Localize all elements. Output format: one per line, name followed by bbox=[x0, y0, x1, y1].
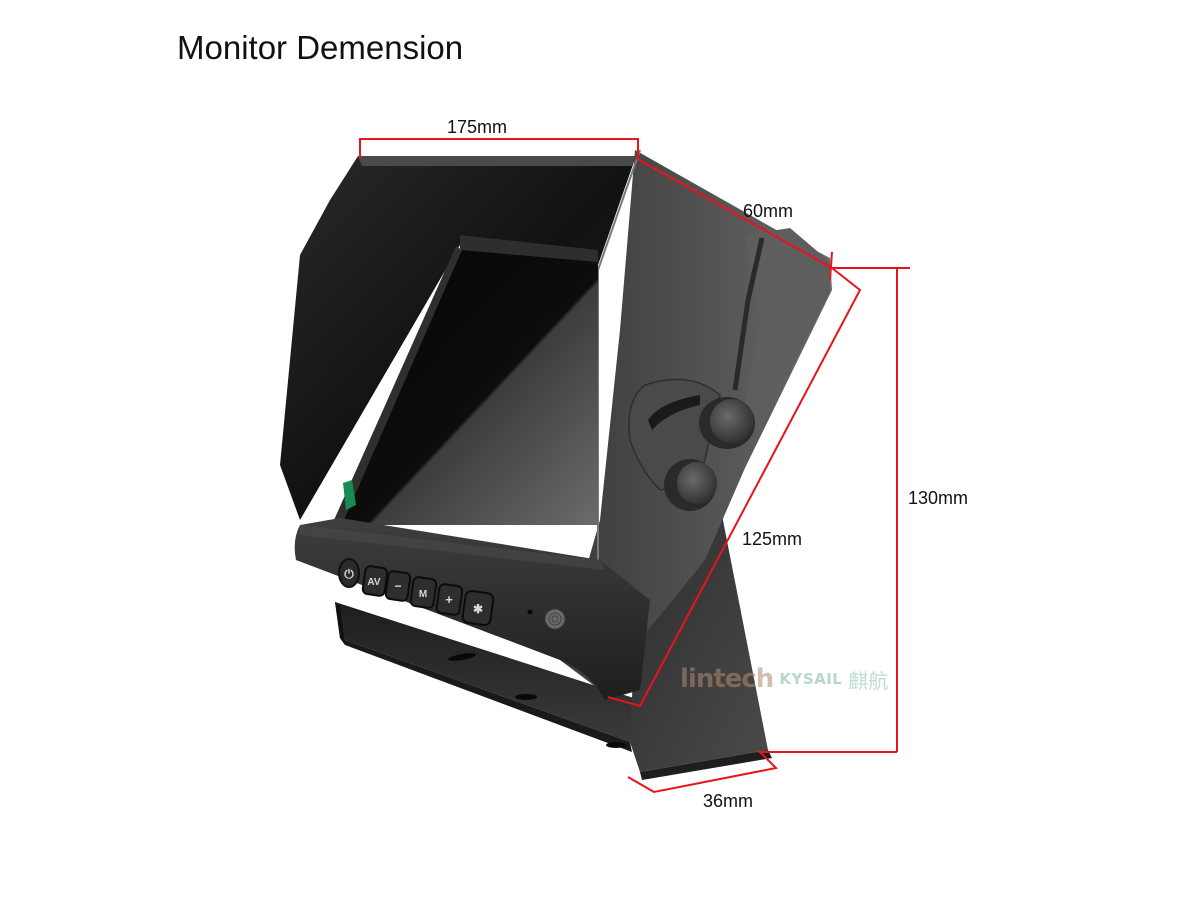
sun-hood bbox=[280, 156, 636, 520]
base-dimension-line bbox=[627, 751, 779, 794]
width-label: 175mm bbox=[447, 117, 508, 137]
depth-dimension-line bbox=[635, 157, 833, 269]
av-button[interactable]: AV bbox=[361, 565, 389, 597]
diagonal-dimension-line bbox=[607, 267, 862, 708]
minus-button[interactable]: − bbox=[384, 570, 412, 602]
svg-text:M: M bbox=[419, 589, 427, 600]
svg-text:AV: AV bbox=[367, 577, 380, 588]
menu-button[interactable]: M bbox=[409, 576, 438, 609]
svg-text:✱: ✱ bbox=[473, 602, 483, 616]
plus-button[interactable]: + bbox=[435, 583, 464, 616]
brightness-button[interactable]: ✱ bbox=[461, 589, 495, 627]
dimension-lines bbox=[359, 138, 910, 794]
svg-text:−: − bbox=[394, 579, 401, 593]
diagonal-label: 125mm bbox=[742, 529, 803, 549]
control-buttons: ⏻ AV − M + ✱ bbox=[338, 558, 566, 630]
power-icon: ⏻ bbox=[344, 567, 354, 581]
height-label: 130mm bbox=[908, 488, 969, 508]
speaker-grille bbox=[544, 608, 566, 630]
power-button[interactable]: ⏻ bbox=[338, 558, 360, 588]
depth-label: 60mm bbox=[743, 201, 794, 221]
base-label: 36mm bbox=[703, 791, 754, 811]
svg-text:+: + bbox=[445, 592, 453, 607]
adjust-knob-lower[interactable] bbox=[664, 459, 717, 511]
ir-sensor bbox=[527, 609, 533, 615]
width-dimension-line bbox=[359, 138, 639, 158]
screen bbox=[334, 246, 598, 525]
adjust-knob-upper[interactable] bbox=[699, 397, 755, 449]
page-title: Monitor Demension bbox=[177, 29, 464, 66]
